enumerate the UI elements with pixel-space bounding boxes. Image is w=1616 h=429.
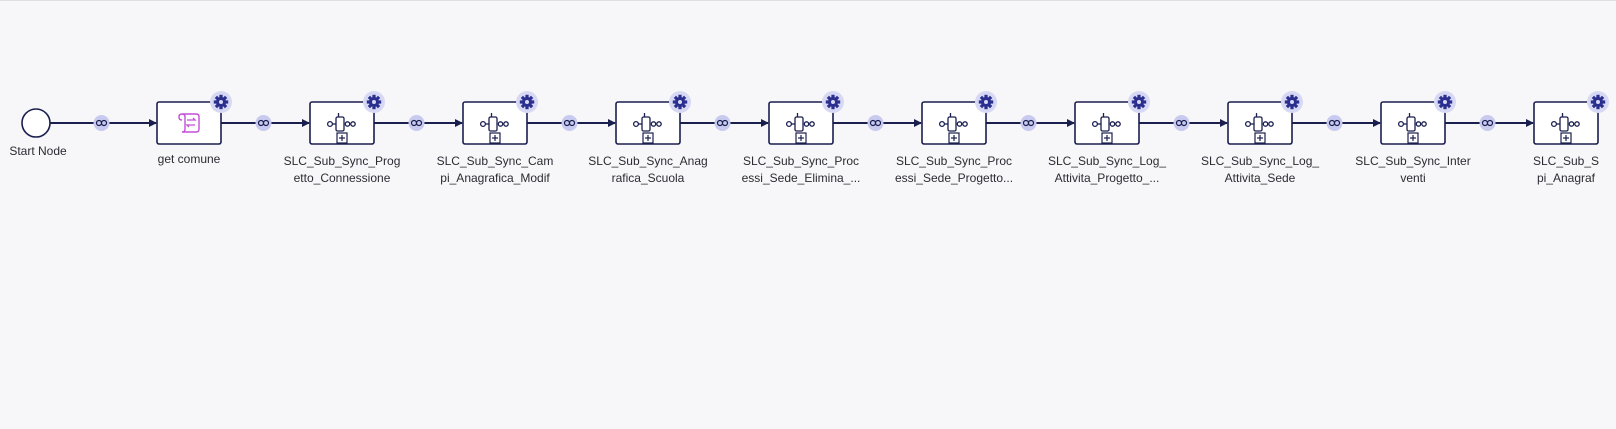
link-icon[interactable] xyxy=(1020,115,1037,131)
gear-icon[interactable] xyxy=(516,91,538,113)
gear-icon[interactable] xyxy=(1434,91,1456,113)
subprocess-node[interactable] xyxy=(1380,91,1456,145)
link-icon[interactable] xyxy=(561,115,578,131)
node-box[interactable] xyxy=(156,101,222,145)
link-icon[interactable] xyxy=(93,115,110,131)
expand-subprocess-icon[interactable] xyxy=(642,132,654,144)
gear-icon[interactable] xyxy=(669,91,691,113)
link-icon[interactable] xyxy=(714,115,731,131)
start-node-circle[interactable] xyxy=(21,108,51,138)
subprocess-node[interactable] xyxy=(1074,91,1150,145)
gear-icon[interactable] xyxy=(210,91,232,113)
link-icon[interactable] xyxy=(1326,115,1343,131)
connector-2[interactable] xyxy=(374,115,463,131)
link-icon[interactable] xyxy=(408,115,425,131)
connector-6[interactable] xyxy=(986,115,1075,131)
subprocess-icon xyxy=(479,113,509,132)
subprocess-node[interactable] xyxy=(615,91,691,145)
gear-icon[interactable] xyxy=(1281,91,1303,113)
gear-icon[interactable] xyxy=(975,91,997,113)
connector-8[interactable] xyxy=(1292,115,1381,131)
subprocess-icon xyxy=(1091,113,1121,132)
connector-3[interactable] xyxy=(527,115,616,131)
link-icon[interactable] xyxy=(255,115,272,131)
subprocess-icon xyxy=(326,113,356,132)
expand-subprocess-icon[interactable] xyxy=(795,132,807,144)
script-task-node[interactable] xyxy=(156,91,232,145)
expand-subprocess-icon[interactable] xyxy=(489,132,501,144)
link-icon[interactable] xyxy=(867,115,884,131)
subprocess-icon xyxy=(1244,113,1274,132)
gear-icon[interactable] xyxy=(1587,91,1609,113)
expand-subprocess-icon[interactable] xyxy=(336,132,348,144)
connector-1[interactable] xyxy=(221,115,310,131)
connector-0[interactable] xyxy=(50,115,157,131)
expand-subprocess-icon[interactable] xyxy=(1254,132,1266,144)
script-task-icon xyxy=(178,113,200,133)
subprocess-node[interactable] xyxy=(1533,91,1609,145)
connector-7[interactable] xyxy=(1139,115,1228,131)
gear-icon[interactable] xyxy=(1128,91,1150,113)
expand-subprocess-icon[interactable] xyxy=(1560,132,1572,144)
subprocess-node[interactable] xyxy=(921,91,997,145)
link-icon[interactable] xyxy=(1173,115,1190,131)
start-node-label: Start Node xyxy=(9,144,67,158)
connector-5[interactable] xyxy=(833,115,922,131)
gear-icon[interactable] xyxy=(363,91,385,113)
subprocess-node[interactable] xyxy=(768,91,844,145)
subprocess-node[interactable] xyxy=(462,91,538,145)
subprocess-node[interactable] xyxy=(309,91,385,145)
subprocess-icon xyxy=(938,113,968,132)
expand-subprocess-icon[interactable] xyxy=(1407,132,1419,144)
expand-subprocess-icon[interactable] xyxy=(948,132,960,144)
connector-4[interactable] xyxy=(680,115,769,131)
expand-subprocess-icon[interactable] xyxy=(1101,132,1113,144)
subprocess-icon xyxy=(1397,113,1427,132)
subprocess-node[interactable] xyxy=(1227,91,1303,145)
start-node[interactable] xyxy=(21,108,51,138)
connector-9[interactable] xyxy=(1445,115,1534,131)
subprocess-icon xyxy=(1550,113,1580,132)
gear-icon[interactable] xyxy=(822,91,844,113)
subprocess-icon xyxy=(632,113,662,132)
link-icon[interactable] xyxy=(1479,115,1496,131)
node-box[interactable] xyxy=(1533,101,1599,145)
subprocess-icon xyxy=(785,113,815,132)
